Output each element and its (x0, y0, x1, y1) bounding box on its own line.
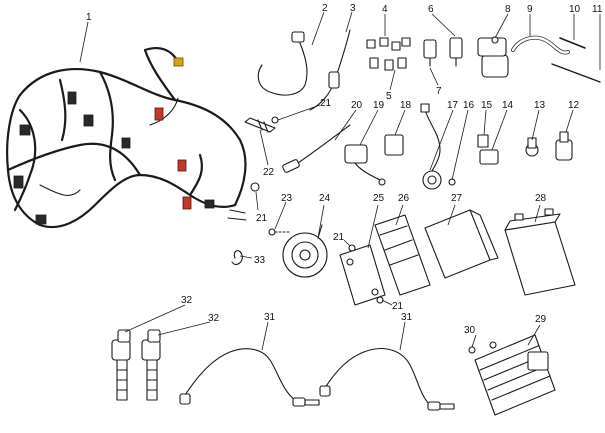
callout-13: 13 (534, 100, 546, 111)
part-23-bolt (268, 228, 291, 236)
part-8-solenoid (477, 36, 509, 78)
part-4-5-small-relays (366, 37, 411, 71)
callout-23: 23 (281, 193, 293, 204)
part-12-switch (555, 131, 573, 161)
part-16-17-sensor (420, 103, 456, 190)
part-6-7-relays (423, 37, 463, 67)
part-31-oxygen-sensor-b (319, 347, 455, 411)
callout-24: 24 (319, 193, 331, 204)
part-22-clamp (244, 117, 276, 133)
part-21-bolt-c (348, 244, 356, 252)
callout-21-b: 21 (256, 213, 268, 224)
callout-2: 2 (322, 3, 328, 14)
wiring-harness (6, 46, 247, 229)
part-26-fuse-box (374, 214, 431, 296)
callout-8: 8 (505, 4, 511, 15)
part-30-bolts (468, 341, 497, 354)
part-33-spring (231, 250, 243, 265)
callout-9: 9 (527, 4, 533, 15)
part-14-relay (479, 149, 499, 165)
leader-lines (79, 11, 601, 351)
part-19-sensor (344, 144, 386, 186)
callout-3: 3 (350, 3, 356, 14)
part-10-11-rods (551, 37, 601, 83)
callout-16: 16 (463, 100, 475, 111)
part-32-coil-a (111, 329, 131, 401)
part-3-cable (309, 29, 351, 111)
callout-15: 15 (481, 100, 493, 111)
part-21-bolt-d (376, 296, 384, 304)
callout-6: 6 (428, 4, 434, 15)
part-24-horn (282, 224, 328, 278)
part-32-coil-b (141, 329, 161, 401)
callout-12: 12 (568, 100, 580, 111)
callout-21-c: 21 (333, 232, 345, 243)
callout-27: 27 (451, 193, 463, 204)
callout-5: 5 (386, 91, 392, 102)
callout-29: 29 (535, 314, 547, 325)
part-9-hose (511, 35, 570, 55)
callout-21-a: 21 (320, 98, 332, 109)
callout-17: 17 (447, 100, 459, 111)
callout-31-b: 31 (401, 312, 413, 323)
part-13-clip (525, 137, 539, 157)
part-18-connector (384, 134, 404, 156)
part-27-ecu (424, 209, 499, 279)
part-15-connector (477, 134, 489, 148)
part-25-bracket (339, 244, 386, 306)
callout-25: 25 (373, 193, 385, 204)
callout-21-d: 21 (392, 301, 404, 312)
callout-28: 28 (535, 193, 547, 204)
callout-4: 4 (382, 4, 388, 15)
part-21-bolt-a (271, 116, 279, 124)
callout-30: 30 (464, 325, 476, 336)
callout-26: 26 (398, 193, 410, 204)
callout-31-a: 31 (264, 312, 276, 323)
callout-19: 19 (373, 100, 385, 111)
callout-7: 7 (436, 86, 442, 97)
callout-22: 22 (263, 167, 275, 178)
part-20-probe (282, 124, 351, 173)
callout-33: 33 (254, 255, 266, 266)
callout-11: 11 (592, 4, 603, 15)
part-31-oxygen-sensor-a (179, 348, 320, 407)
part-29-regulator-rectifier (474, 334, 556, 416)
callout-32-a: 32 (181, 295, 193, 306)
part-28-battery (504, 208, 576, 296)
part-2-sensor-lead (257, 31, 308, 96)
callout-labels: 1 2 3 4 5 6 7 8 9 10 11 12 13 14 15 16 1… (86, 3, 603, 336)
callout-18: 18 (400, 100, 412, 111)
callout-10: 10 (569, 4, 581, 15)
callout-1: 1 (86, 12, 92, 23)
callout-32-b: 32 (208, 313, 220, 324)
callout-20: 20 (351, 100, 363, 111)
part-21-bolt-b (250, 182, 260, 192)
callout-14: 14 (502, 100, 514, 111)
